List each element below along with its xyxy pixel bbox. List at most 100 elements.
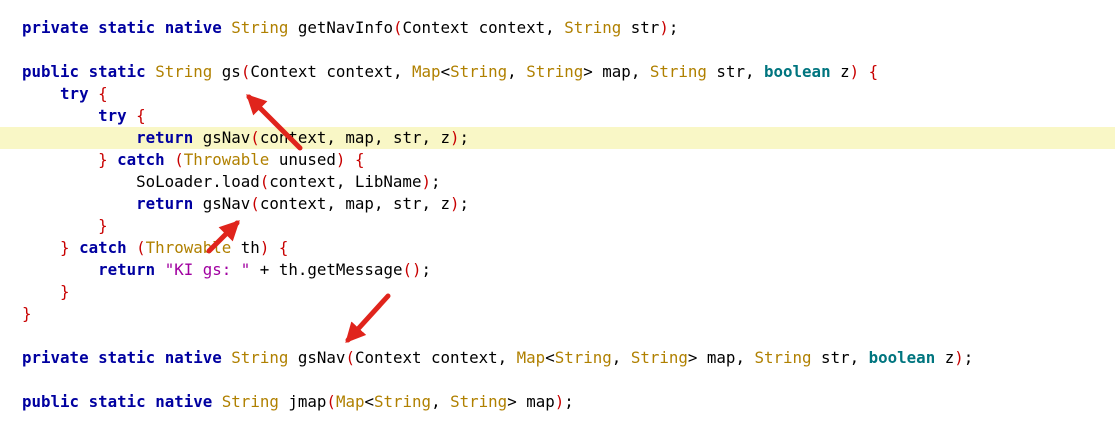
code-line[interactable]: public static String gs(Context context,… [0,61,1115,83]
code-token: jmap [278,392,327,411]
code-token: ( [345,348,355,367]
code-token: ; [459,194,470,213]
code-token: ; [564,392,574,411]
code-token: Map [412,62,441,81]
code-line-text: public static String gs(Context context,… [22,61,878,83]
code-token: ( [259,172,270,191]
code-token: Context context, [354,348,517,367]
code-token: gsNav [193,128,251,147]
code-token: str, [706,62,764,81]
code-token: ; [430,172,441,191]
code-token [859,62,869,81]
code-token [155,18,165,37]
code-token: gsNav [193,194,251,213]
code-line[interactable]: private static native String getNavInfo(… [0,17,1115,39]
code-token: Context context, [402,18,565,37]
code-line-text: try { [22,83,108,105]
code-token: native [164,18,222,37]
code-token: getNavInfo [288,18,393,37]
code-token: gs [212,62,241,81]
code-token: ) [421,172,431,191]
code-token [22,260,98,279]
code-line[interactable]: } [0,215,1115,237]
code-token: ; [459,128,470,147]
code-token [22,216,98,235]
code-line-text: } catch (Throwable th) { [22,237,288,259]
code-line[interactable]: } catch (Throwable th) { [0,237,1115,259]
code-token: String [374,392,432,411]
code-line-text: private static native String gsNav(Conte… [22,347,973,369]
code-token: gsNav [288,348,346,367]
code-line[interactable]: return gsNav(context, map, str, z); [0,193,1115,215]
code-token [22,150,98,169]
code-token [22,282,60,301]
code-token: ) [554,392,565,411]
code-token: ( [250,194,260,213]
code-token: static [98,348,156,367]
code-token: private [22,18,89,37]
code-token: ) [849,62,860,81]
code-token: { [868,62,879,81]
code-token: try [60,84,89,103]
code-token: catch [117,150,165,169]
code-token: native [164,348,222,367]
code-line[interactable] [0,369,1115,391]
code-token: , [611,348,631,367]
code-token: public [22,62,80,81]
code-token: ) [954,348,964,367]
code-line-current[interactable]: return gsNav(context, map, str, z); [0,127,1115,149]
code-token [89,84,99,103]
code-token: String [754,348,812,367]
code-line[interactable]: public static native String jmap(Map<Str… [0,391,1115,413]
code-token: , [507,62,527,81]
code-token [22,194,136,213]
code-token [22,238,60,257]
code-token: ) [450,128,460,147]
code-token: boolean [764,62,831,81]
code-token [127,106,137,125]
code-token: String [450,62,508,81]
code-token: { [136,106,146,125]
code-token: String [554,348,612,367]
code-line[interactable]: private static native String gsNav(Conte… [0,347,1115,369]
code-token [345,150,355,169]
code-token [22,84,60,103]
code-token: < [440,62,451,81]
code-token [165,150,175,169]
code-token: String [231,348,289,367]
code-token: public [22,392,80,411]
code-token [79,392,89,411]
code-token: z [830,62,850,81]
code-token: } [98,150,108,169]
code-line-text: return "KI gs: " + th.getMessage(); [22,259,431,281]
code-line[interactable] [0,325,1115,347]
code-token: static [98,18,156,37]
code-line-text: try { [22,105,146,127]
code-token: String [564,18,622,37]
code-token: static [88,392,146,411]
code-token: Throwable [145,238,232,257]
code-token: Map [335,392,365,411]
code-line[interactable]: try { [0,83,1115,105]
code-line[interactable]: return "KI gs: " + th.getMessage(); [0,259,1115,281]
code-line-text: return gsNav(context, map, str, z); [22,127,469,149]
code-line[interactable]: } [0,281,1115,303]
code-token: native [155,392,213,411]
code-line[interactable]: } catch (Throwable unused) { [0,149,1115,171]
code-token: } [60,282,70,301]
code-line-text: private static native String getNavInfo(… [22,17,678,39]
code-token: ( [392,18,403,37]
code-token: { [98,84,108,103]
code-token: + th.getMessage [250,260,403,279]
code-line[interactable]: SoLoader.load(context, LibName); [0,171,1115,193]
code-token: Map [516,348,546,367]
code-line[interactable]: try { [0,105,1115,127]
code-line[interactable] [0,39,1115,61]
code-token: String [221,392,279,411]
code-token: String [649,62,707,81]
code-token [79,62,89,81]
code-token: SoLoader.load [22,172,260,191]
code-line-text: } catch (Throwable unused) { [22,149,364,171]
code-line[interactable]: } [0,303,1115,325]
